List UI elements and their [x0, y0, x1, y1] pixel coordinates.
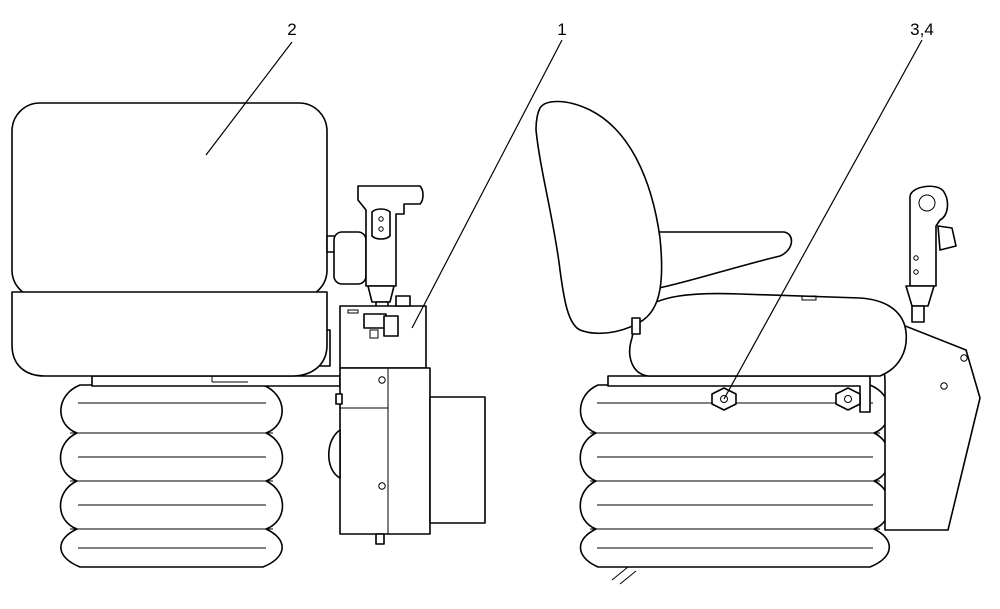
base-frame-rear [91, 375, 341, 387]
hex-nut-right [835, 387, 861, 411]
callout-2: 2 [287, 20, 296, 39]
control-console [328, 295, 486, 545]
leader-2 [205, 41, 293, 156]
cushion-side [628, 292, 908, 377]
callout-3-4: 3,4 [910, 20, 934, 39]
cushion-rear [11, 291, 328, 377]
joystick-side [905, 185, 957, 323]
rear-view [11, 102, 486, 568]
leader-3 [723, 39, 923, 400]
bellows-side [579, 384, 891, 585]
joystick-rear [357, 185, 424, 317]
backrest-rear [11, 102, 328, 299]
console-side [879, 315, 981, 531]
leader-1 [411, 39, 563, 329]
side-view [535, 100, 981, 585]
callout-1: 1 [557, 20, 566, 39]
bellows-rear [59, 384, 284, 568]
armrest [639, 231, 793, 291]
backrest-side [535, 100, 663, 335]
